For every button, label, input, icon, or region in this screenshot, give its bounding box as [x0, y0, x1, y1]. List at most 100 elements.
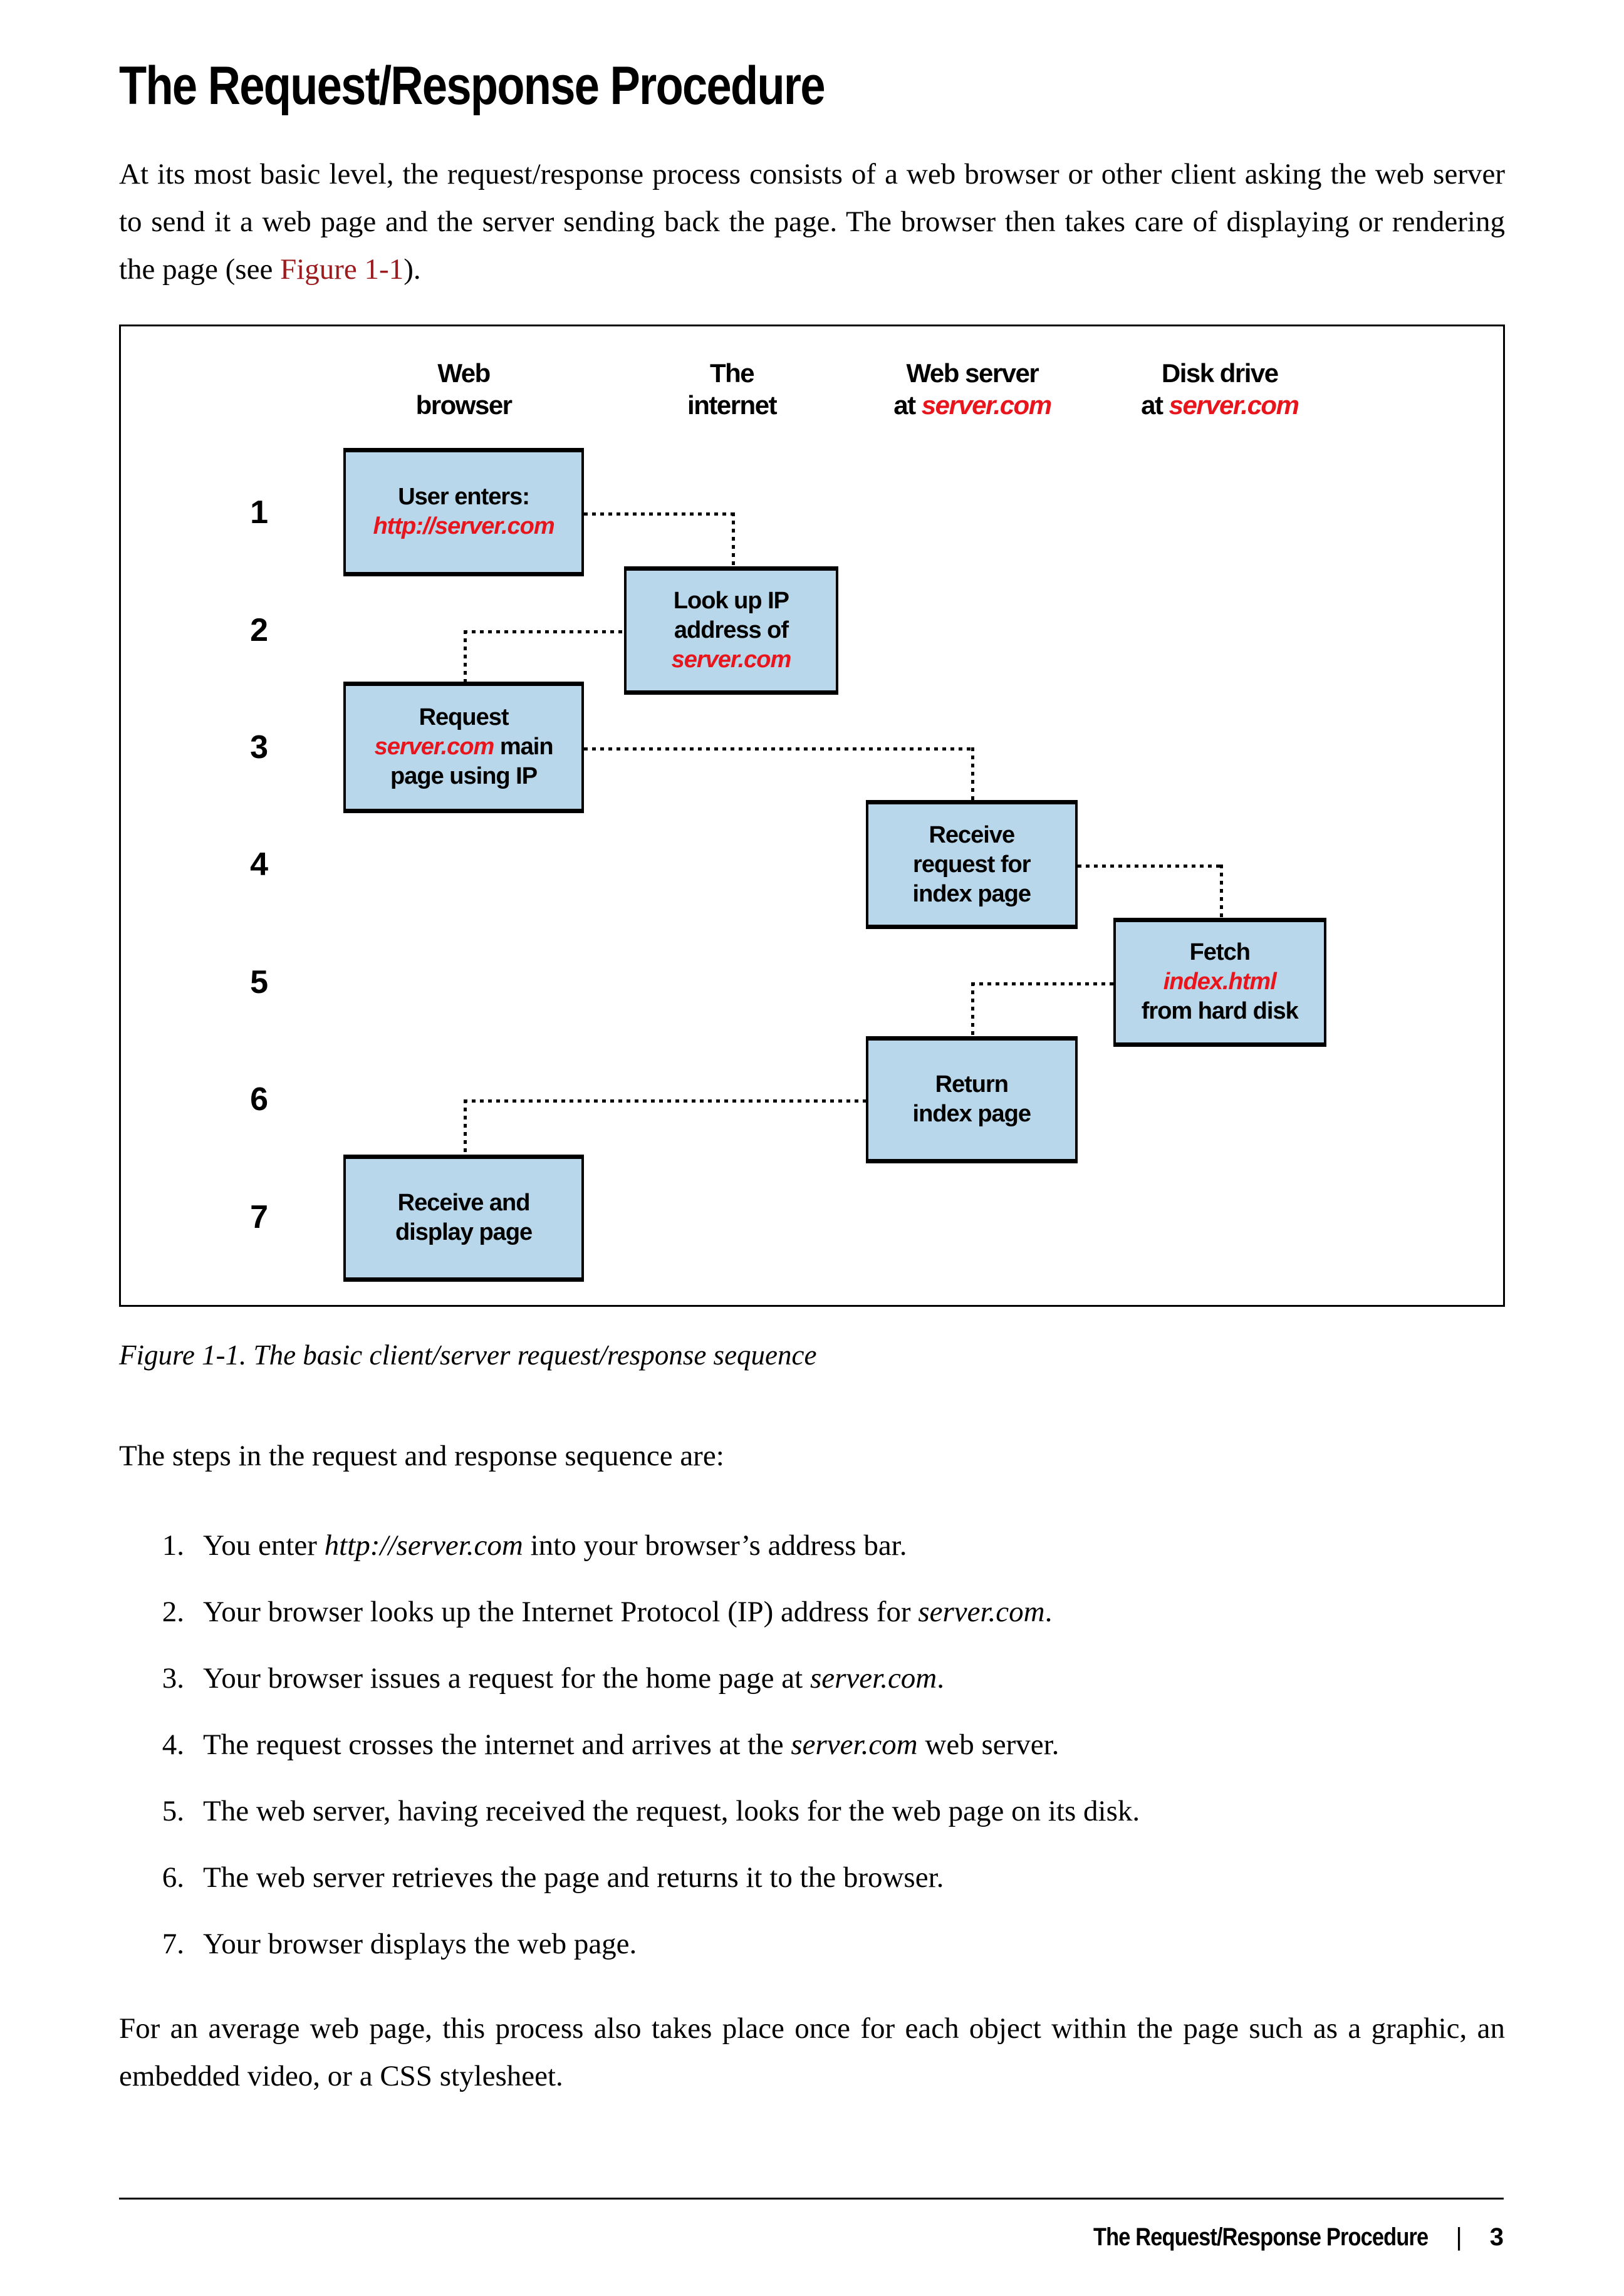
steps-intro: The steps in the request and response se…: [119, 1440, 724, 1473]
list-item-number: 2.: [162, 1596, 184, 1629]
column-header-web-browser: Web browser: [415, 357, 513, 421]
box-text-line: User enters:: [398, 484, 530, 511]
box-url-text: index.html: [1163, 969, 1277, 995]
box-text-line: request for: [913, 851, 1031, 878]
page-title: The Request/Response Procedure: [119, 56, 1505, 116]
header-server-domain: server.com: [1169, 390, 1299, 420]
connector-3-4-vertical: [971, 747, 974, 801]
list-item-number: 5.: [162, 1795, 184, 1828]
list-item-number: 6.: [162, 1861, 184, 1894]
diagram-box-fetch-index: Fetch index.html from hard disk: [1113, 917, 1326, 1047]
column-header-internet: The internet: [687, 357, 778, 421]
header-at-label: at: [1141, 390, 1169, 420]
connector-6-7-horizontal: [464, 1099, 867, 1103]
column-header-line: Web: [437, 358, 491, 388]
step-number-5: 5: [250, 964, 269, 1000]
step-number-2: 2: [250, 611, 269, 648]
diagram-box-receive-request: Receive request for index page: [866, 800, 1078, 930]
list-item-number: 7.: [162, 1928, 184, 1961]
header-at-label: at: [893, 390, 922, 420]
inline-url: http://server.com: [324, 1529, 523, 1562]
diagram-box-user-enters: User enters: http://server.com: [343, 447, 584, 576]
box-text-line: index page: [912, 880, 1031, 907]
column-header-line: at server.com: [893, 389, 1052, 421]
column-header-line: at server.com: [1141, 389, 1299, 421]
box-text-line: address of: [674, 616, 789, 643]
box-text-line: from hard disk: [1141, 998, 1299, 1025]
connector-5-6-vertical: [971, 982, 974, 1037]
list-item-text: The web server, having received the requ…: [203, 1795, 1140, 1828]
column-header-line: internet: [687, 390, 778, 420]
column-header-line: Web server: [906, 358, 1039, 388]
box-url-text: server.com: [374, 734, 495, 761]
connector-4-5-horizontal: [1077, 865, 1220, 868]
page-title-text: The Request/Response Procedure: [119, 56, 826, 116]
connector-1-2-vertical: [732, 512, 736, 568]
box-text-line: page using IP: [390, 763, 538, 790]
box-url-text: server.com: [671, 646, 792, 673]
step-number-7: 7: [250, 1198, 269, 1235]
box-text-segment: main: [494, 734, 554, 761]
connector-6-7-vertical: [464, 1099, 467, 1156]
inline-url: server.com: [918, 1596, 1045, 1629]
column-header-line: browser: [415, 390, 513, 420]
list-item: 3. Your browser issues a request for the …: [119, 1659, 1505, 1698]
list-item-number: 1.: [162, 1529, 184, 1562]
connector-3-4-horizontal: [584, 747, 971, 751]
list-item: 5. The web server, having received the re…: [119, 1792, 1505, 1831]
column-header-line: The: [709, 358, 755, 388]
list-item-text: You enter http://server.com into your br…: [203, 1529, 907, 1562]
step-number-4: 4: [250, 846, 269, 883]
header-server-domain: server.com: [921, 390, 1052, 420]
footer-page-number: 3: [1489, 2223, 1504, 2251]
step-number-3: 3: [250, 729, 269, 766]
footer-separator: |: [1455, 2223, 1462, 2251]
steps-list: 1. You enter http://server.com into your …: [119, 1526, 1505, 1963]
list-item-text: The web server retrieves the page and re…: [203, 1861, 944, 1894]
box-text-line: Receive and: [397, 1190, 531, 1217]
diagram-box-receive-display: Receive and display page: [343, 1154, 584, 1282]
box-text-line: Receive: [929, 821, 1015, 848]
column-header-line: Disk drive: [1161, 358, 1279, 388]
column-header-web-server: Web server at server.com: [893, 357, 1052, 421]
list-item-number: 4.: [162, 1728, 184, 1762]
inline-url: server.com: [791, 1728, 918, 1762]
box-text-line: index page: [912, 1101, 1031, 1128]
column-header-disk-drive: Disk drive at server.com: [1141, 357, 1299, 421]
connector-2-3-vertical: [464, 630, 467, 683]
intro-text-before-link: At its most basic level, the request/res…: [119, 158, 1505, 286]
intro-text-after-link: ).: [403, 253, 421, 286]
list-item-text: Your browser issues a request for the ho…: [203, 1662, 945, 1695]
connector-4-5-vertical: [1219, 865, 1223, 919]
inline-url: server.com: [809, 1662, 937, 1695]
list-item: 7.Your browser displays the web page.: [119, 1925, 1505, 1963]
box-text-line: Return: [935, 1071, 1009, 1098]
footer-chapter-title: The Request/Response Procedure: [1093, 2223, 1429, 2251]
box-text-line: display page: [395, 1219, 533, 1246]
step-number-1: 1: [250, 494, 269, 531]
box-text-line: server.com main: [374, 732, 554, 762]
page-footer: The Request/Response Procedure | 3: [119, 2198, 1504, 2252]
box-url-text: http://server.com: [373, 513, 554, 540]
box-text-line: Look up IP: [673, 587, 789, 614]
figure-1-1-link[interactable]: Figure 1-1: [280, 253, 404, 286]
list-item-text: The request crosses the internet and arr…: [203, 1728, 1059, 1762]
list-item-number: 3.: [162, 1662, 184, 1695]
list-item: 2.Your browser looks up the Internet Pro…: [119, 1592, 1505, 1631]
box-text-line: Fetch: [1189, 939, 1251, 966]
connector-2-3-horizontal: [464, 630, 624, 633]
diagram-box-request-main-page: Request server.com main page using IP: [343, 682, 584, 813]
step-number-6: 6: [250, 1081, 269, 1118]
diagram-box-return-index: Return index page: [866, 1036, 1078, 1163]
connector-1-2-horizontal: [584, 512, 732, 516]
closing-paragraph: For an average web page, this process al…: [119, 2012, 1505, 2093]
figure-caption: Figure 1-1. The basic client/server requ…: [119, 1339, 817, 1371]
intro-paragraph: At its most basic level, the request/res…: [119, 150, 1505, 293]
list-item: 6. The web server retrieves the page and …: [119, 1858, 1505, 1897]
list-item: 1. You enter http://server.com into your …: [119, 1526, 1505, 1565]
connector-5-6-horizontal: [971, 982, 1113, 985]
diagram-box-lookup-ip: Look up IP address of server.com: [623, 566, 838, 695]
figure-1-1-diagram: Web browser The internet Web server at s…: [119, 325, 1505, 1307]
box-text-line: Request: [419, 704, 509, 731]
